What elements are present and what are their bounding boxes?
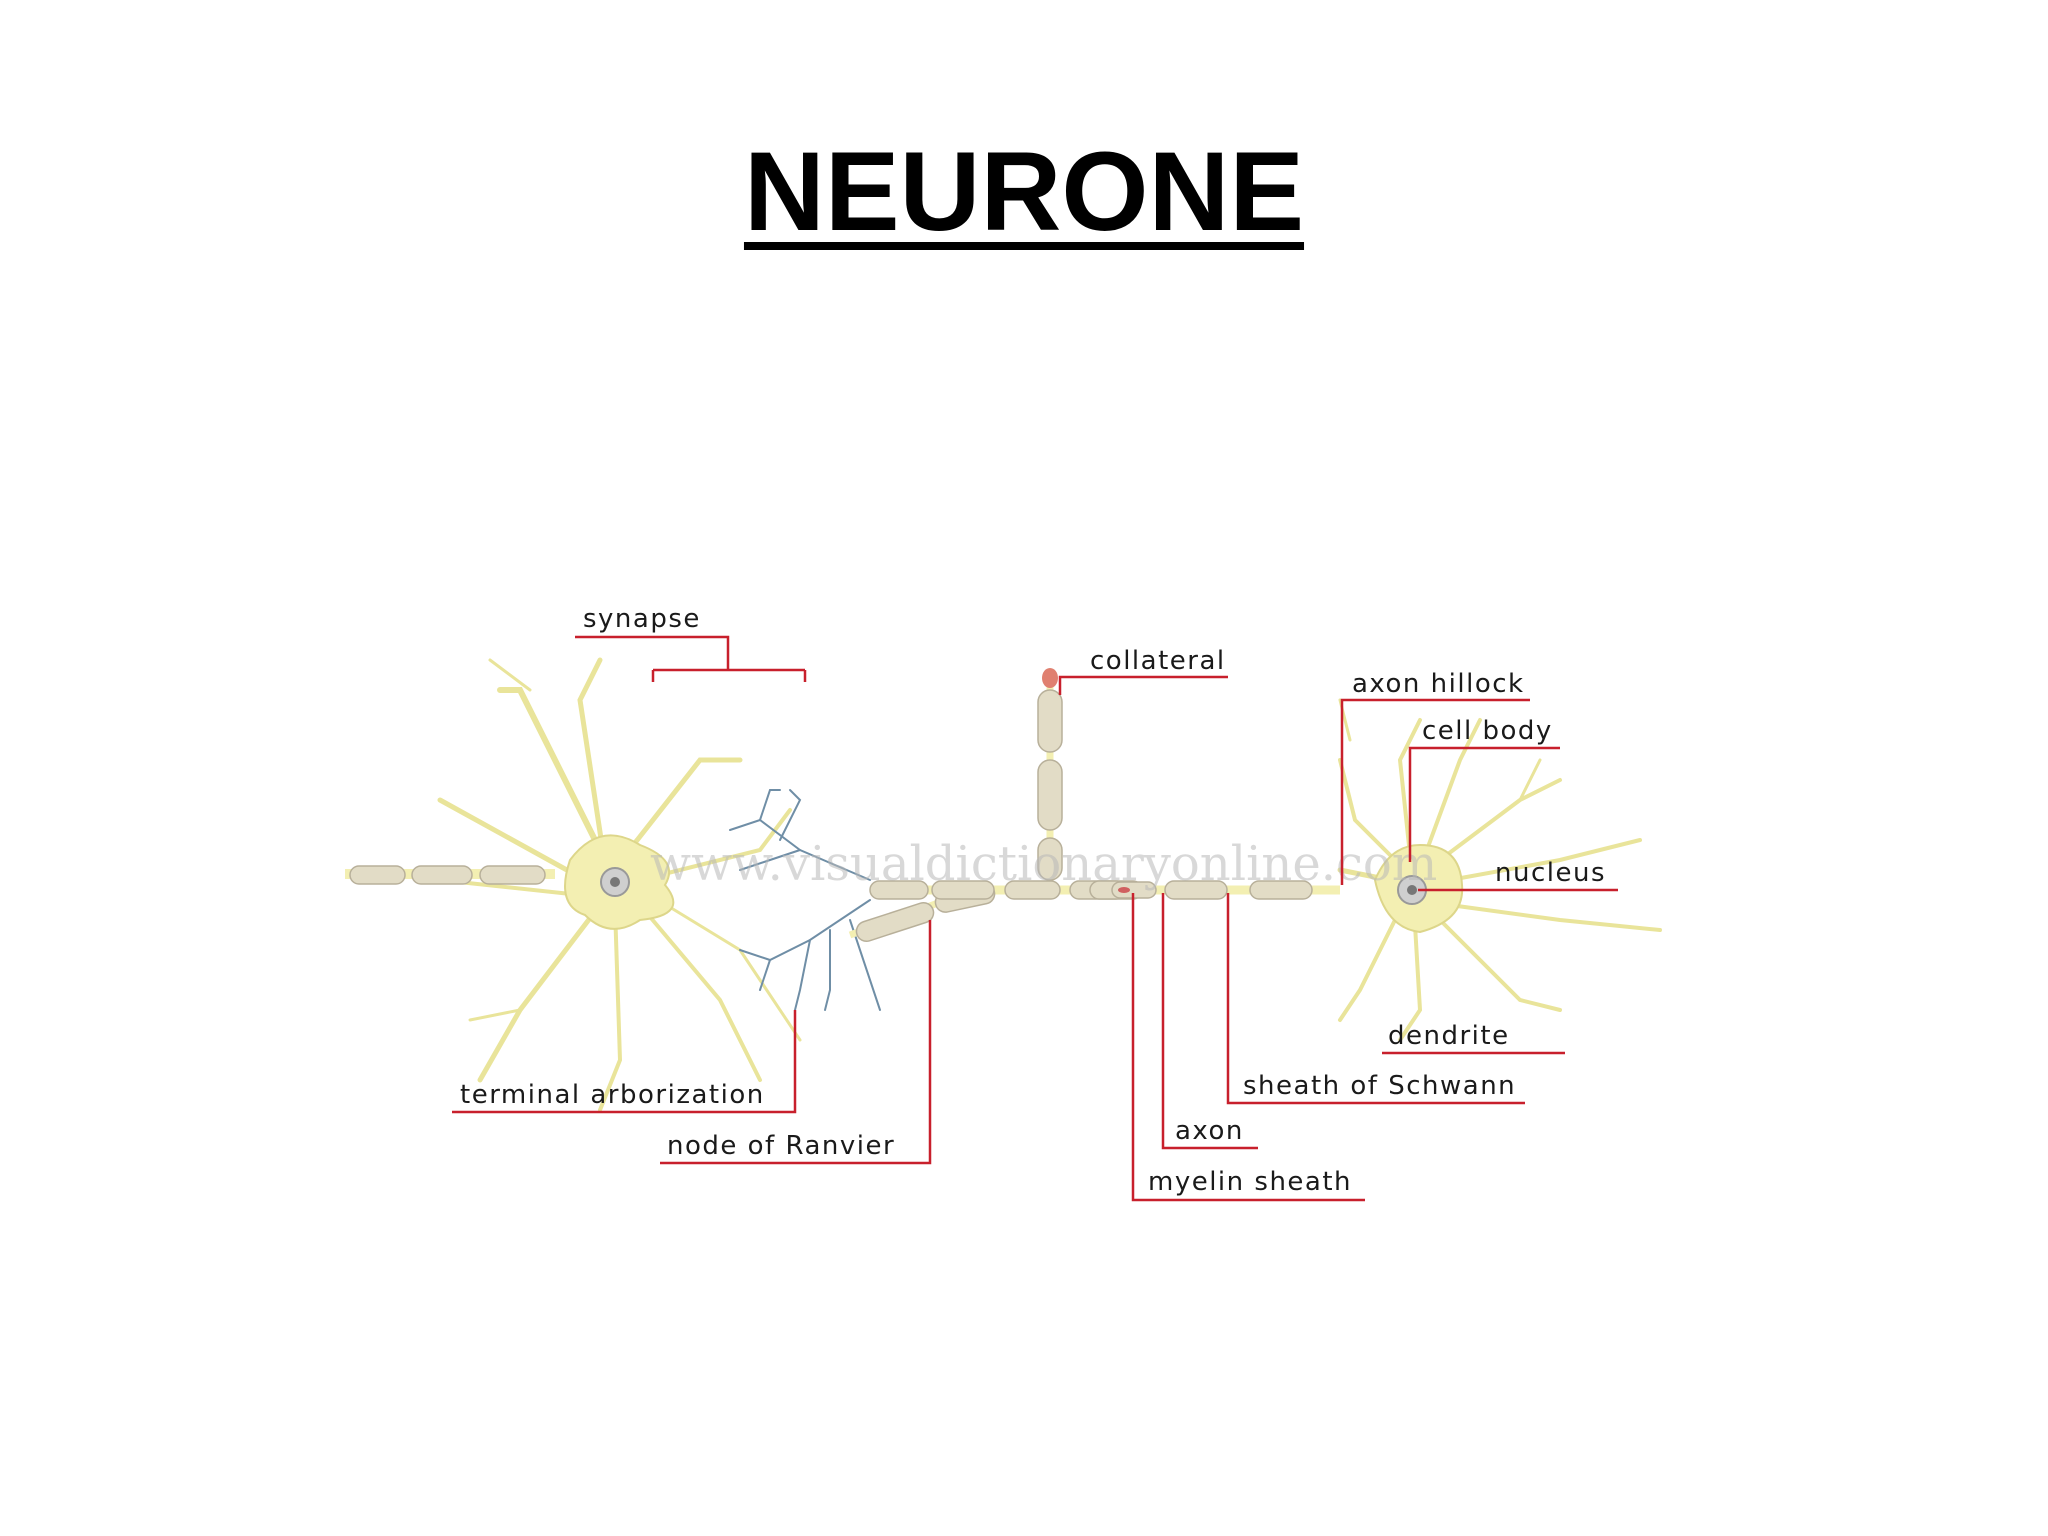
- leader-lines: [452, 635, 1618, 1202]
- leader-sheath-of-schwann: [1226, 893, 1525, 1105]
- leader-node-of-ranvier: [660, 920, 932, 1165]
- labels: synapse collateral axon hillock cell bod…: [460, 604, 1606, 1197]
- leader-myelin-sheath: [1131, 893, 1365, 1202]
- leader-axon-hillock: [1340, 698, 1530, 885]
- watermark: www.visualdictionaryonline.com: [650, 836, 1437, 892]
- terminal-arborization-illustration: [729, 789, 881, 1011]
- slide-title: NEURONE: [743, 129, 1305, 254]
- label-dendrite: dendrite: [1388, 1021, 1510, 1051]
- leader-axon: [1161, 893, 1258, 1150]
- label-nucleus: nucleus: [1495, 858, 1606, 888]
- label-axon-hillock: axon hillock: [1352, 669, 1525, 699]
- label-sheath-of-schwann: sheath of Schwann: [1243, 1071, 1516, 1101]
- label-myelin-sheath: myelin sheath: [1148, 1167, 1352, 1197]
- label-node-of-ranvier: node of Ranvier: [667, 1131, 895, 1161]
- leader-synapse: [575, 635, 807, 682]
- label-terminal-arborization: terminal arborization: [460, 1080, 765, 1110]
- label-collateral: collateral: [1090, 646, 1226, 676]
- label-synapse: synapse: [583, 604, 701, 634]
- label-axon: axon: [1175, 1116, 1244, 1146]
- axon-illustration: [848, 668, 1340, 943]
- right-neuron-illustration: [1337, 698, 1662, 1042]
- leader-collateral: [1058, 675, 1228, 695]
- leader-cell-body: [1408, 746, 1560, 862]
- label-cell-body: cell body: [1422, 716, 1553, 746]
- leader-terminal-arborization: [452, 1010, 797, 1114]
